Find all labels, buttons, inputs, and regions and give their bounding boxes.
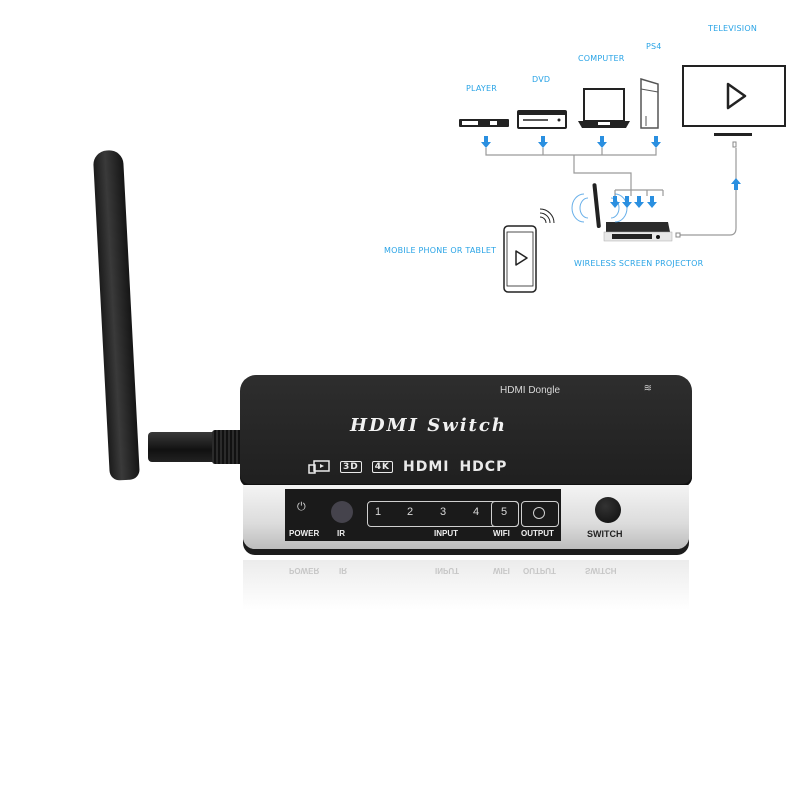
wifi-signal-icon [539, 208, 555, 224]
switch-button[interactable] [595, 497, 621, 523]
badge-hdcp: HDCP [459, 459, 508, 475]
input-led-2: 2 [407, 506, 414, 518]
wifi-label: WIFI [493, 529, 510, 538]
device-reflection: POWER IR INPUT WIFI OUTPUT SWITCH [243, 560, 689, 610]
output-label: OUTPUT [521, 529, 554, 538]
up-arrow-icon [731, 178, 741, 190]
media-player-icon [459, 119, 509, 127]
laptop-icon [578, 88, 630, 128]
game-console-icon [640, 77, 659, 129]
label-player: PLAYER [466, 84, 498, 93]
power-icon: ⏻ [297, 501, 306, 513]
badge-hdmi: HDMI [402, 459, 450, 475]
dongle-label: HDMI Dongle [500, 385, 561, 396]
ir-label: IR [337, 529, 345, 538]
label-ps4: PS4 [646, 42, 662, 51]
indicator-panel: ⏻ POWER IR 1 2 3 4 INPUT 5 WIFI OUTPUT [285, 489, 561, 541]
label-projector: WIRELESS SCREEN PROJECTOR [574, 259, 704, 268]
input-led-3: 3 [440, 506, 447, 518]
power-label: POWER [289, 529, 320, 538]
input-led-4: 4 [473, 506, 480, 518]
input-led-1: 1 [375, 506, 382, 518]
antenna-connector [148, 430, 252, 464]
label-computer: COMPUTER [578, 54, 625, 63]
wifi-icon: ≋ [643, 383, 652, 394]
screen-mirror-icon [308, 460, 330, 474]
feature-badges: 3D 4K HDMI HDCP [308, 459, 507, 475]
label-television: TELEVISION [708, 24, 758, 33]
connection-diagram: PLAYER DVD COMPUTER PS4 TELEVISION MOBIL… [0, 0, 800, 320]
television-icon [682, 65, 786, 148]
smartphone-icon [503, 208, 555, 293]
hdmi-switch-icon [571, 183, 673, 242]
antenna [92, 149, 140, 481]
device-front-panel: ⏻ POWER IR 1 2 3 4 INPUT 5 WIFI OUTPUT S… [243, 485, 689, 549]
device-top-cover: HDMI Dongle ≋ HDMI Switch 3D 4K HDMI HDC… [240, 375, 692, 487]
wifi-led-5: 5 [501, 506, 508, 518]
diagram-graphics [459, 65, 786, 293]
output-bracket [521, 501, 559, 527]
output-led [533, 507, 545, 519]
switch-label: SWITCH [587, 529, 623, 539]
label-mobile: MOBILE PHONE OR TABLET [384, 246, 497, 255]
dvd-player-icon [517, 110, 567, 129]
wifi-bracket [491, 501, 519, 527]
label-dvd: DVD [532, 75, 551, 84]
input-label: INPUT [431, 529, 461, 538]
brand-title: HDMI Switch [350, 415, 507, 436]
down-arrow-icons [481, 136, 661, 148]
ir-receiver [331, 501, 353, 523]
connection-lines [485, 148, 737, 236]
badge-3d: 3D [340, 461, 362, 473]
badge-4k: 4K [371, 461, 393, 473]
